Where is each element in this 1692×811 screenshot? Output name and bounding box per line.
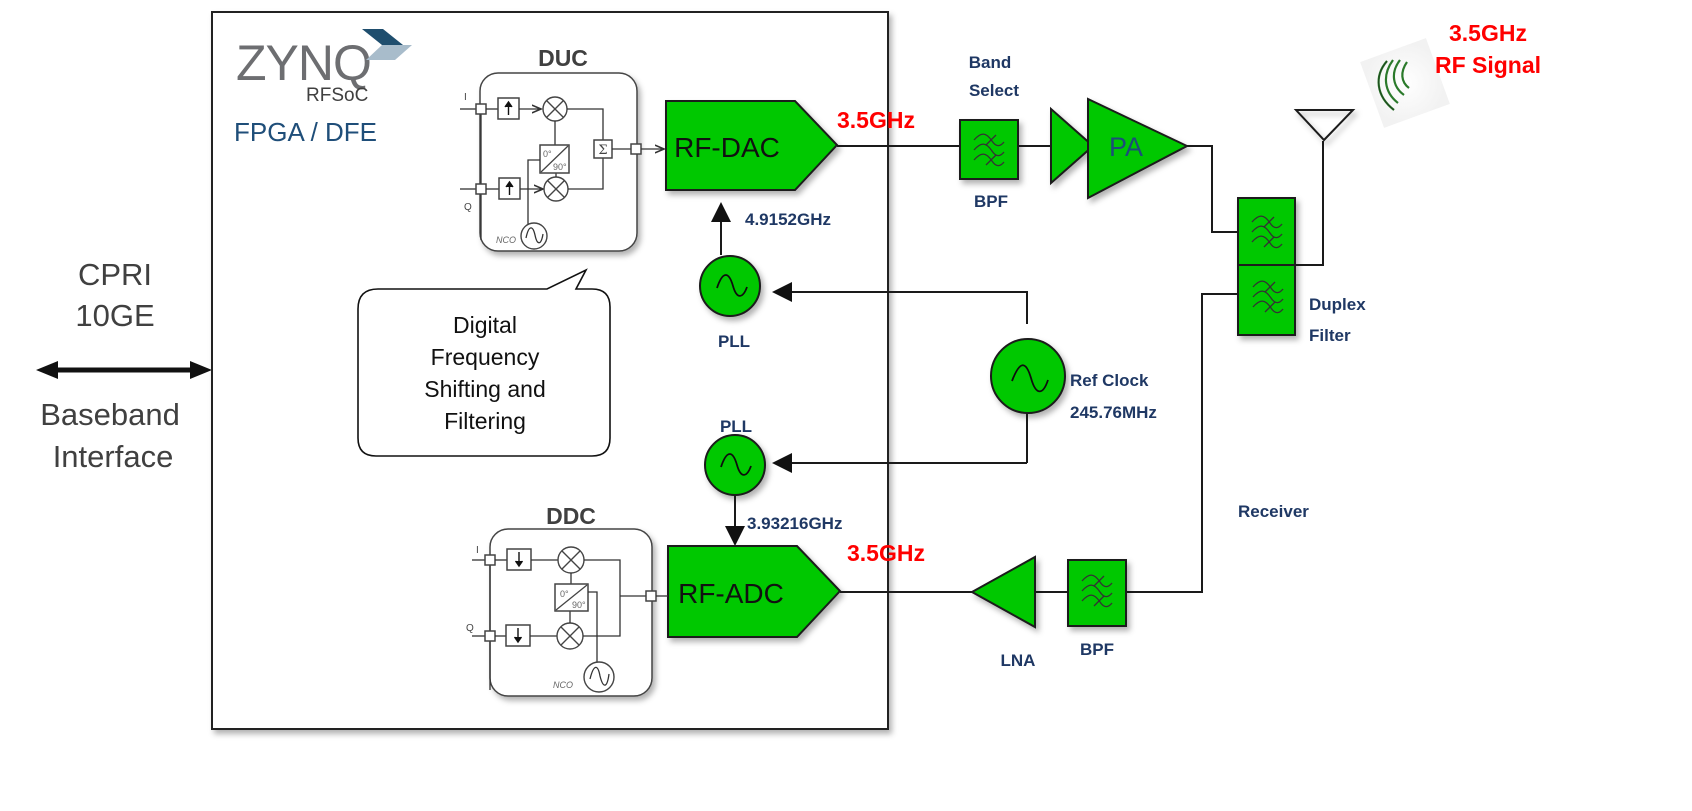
duc-title: DUC [538, 45, 588, 71]
duc-mixer-i [542, 96, 568, 122]
ddc-output-port [645, 590, 657, 602]
ref-clock-label: Ref Clock [1070, 371, 1149, 390]
ddc-phase-shifter: 0° 90° [554, 583, 589, 612]
pa-label: PA [1109, 132, 1143, 162]
ddc-title: DDC [546, 503, 596, 529]
fpga-dfe-label: FPGA / DFE [234, 117, 377, 147]
pll-top [699, 255, 761, 317]
ddc-mixer-i [557, 546, 585, 574]
duc-nco-label: NCO [496, 235, 516, 245]
rf-adc-label: RF-ADC [678, 578, 784, 609]
rf-signal-waves-icon [1360, 38, 1450, 128]
ref-clock-oscillator [990, 338, 1066, 414]
pll-bottom-label: PLL [720, 417, 752, 436]
ddc-port-q [484, 630, 496, 642]
callout-line2: Frequency [431, 344, 540, 370]
zynq-logo-text: ZYNQ [236, 35, 371, 91]
baseband-interface: CPRI 10GE Baseband Interface [36, 257, 212, 474]
svg-text:90°: 90° [553, 162, 567, 172]
lna-label: LNA [1001, 651, 1036, 670]
band-select-line1: Band [969, 53, 1012, 72]
duplex-label-line2: Filter [1309, 326, 1351, 345]
duc-block: DUC I Q 0° 90° [460, 45, 664, 252]
baseband-label: Baseband [40, 397, 180, 432]
interface-label: Interface [53, 439, 174, 474]
duc-summer: Σ [593, 139, 613, 159]
tx-bpf [959, 119, 1019, 180]
ddc-input-i: I [476, 545, 479, 556]
ddc-input-q: Q [466, 623, 474, 634]
svg-text:90°: 90° [572, 600, 586, 610]
pll-bottom [704, 434, 766, 496]
dac-output-freq: 3.5GHz [837, 107, 915, 133]
arrow-right-head [190, 361, 212, 379]
cpri-label: CPRI [78, 257, 152, 292]
dsp-callout: Digital Frequency Shifting and Filtering [357, 268, 611, 457]
duc-output-port [630, 143, 642, 155]
power-amplifier: PA [1050, 97, 1190, 200]
tx-bpf-label: BPF [974, 192, 1008, 211]
ddc-mixer-q [556, 622, 584, 650]
ddc-nco: NCO [553, 661, 615, 693]
zynq-logo: ZYNQ RFSoC FPGA / DFE [234, 29, 412, 147]
rf-dac-block: RF-DAC [665, 100, 839, 191]
duc-mixer-q [543, 176, 569, 202]
callout-line1: Digital [453, 312, 517, 338]
arrow-left-head [36, 361, 58, 379]
rfsoc-text: RFSoC [306, 85, 368, 106]
ddc-block: DDC I Q 0° 90° [466, 503, 668, 697]
rx-bpf-label: BPF [1080, 640, 1114, 659]
rf-signal-label: RF Signal [1435, 52, 1541, 78]
duc-input-q: Q [464, 202, 472, 213]
pll-top-label: PLL [718, 332, 750, 351]
ddc-nco-label: NCO [553, 680, 573, 690]
callout-line3: Shifting and [424, 376, 545, 402]
duc-port-i [475, 103, 487, 115]
svg-text:0°: 0° [543, 149, 552, 159]
adc-clock-freq: 3.93216GHz [747, 514, 842, 533]
duc-input-i: I [464, 92, 467, 103]
rx-bpf [1067, 559, 1127, 627]
receiver-label: Receiver [1238, 502, 1309, 521]
antenna [1293, 109, 1356, 142]
rf-dac-label: RF-DAC [674, 132, 780, 163]
logo-chevron-dark [362, 29, 403, 45]
duc-nco: NCO [496, 222, 548, 250]
duplex-label-line1: Duplex [1309, 295, 1366, 314]
rf-signal-freq: 3.5GHz [1449, 20, 1527, 46]
dac-clock-freq: 4.9152GHz [745, 210, 831, 229]
ref-clock-freq: 245.76MHz [1070, 403, 1157, 422]
duplex-filter [1237, 197, 1296, 336]
svg-text:0°: 0° [560, 589, 569, 599]
adc-input-freq: 3.5GHz [847, 540, 925, 566]
10ge-label: 10GE [75, 298, 154, 333]
band-select-line2: Select [969, 81, 1019, 100]
rf-adc-block: RF-ADC [667, 545, 842, 638]
logo-chevron-light [366, 45, 412, 60]
svg-text:Σ: Σ [598, 143, 607, 158]
duc-phase-shifter: 0° 90° [539, 144, 570, 174]
ddc-port-i [484, 554, 496, 566]
duc-port-q [475, 183, 487, 195]
callout-line4: Filtering [444, 408, 526, 434]
lna [969, 555, 1036, 629]
